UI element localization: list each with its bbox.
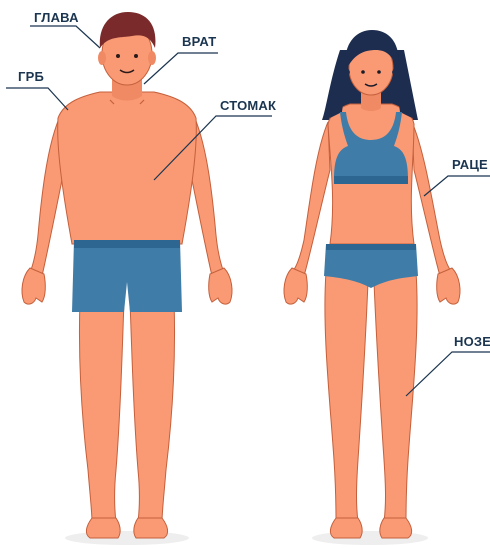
woman-top-band xyxy=(334,176,408,184)
label-stomach-text: СТОМАК xyxy=(220,98,276,113)
man-right-eye xyxy=(134,54,138,58)
woman-right-foot xyxy=(380,518,412,538)
woman-right-eye xyxy=(377,70,381,74)
label-back: ГРБ xyxy=(6,69,68,110)
label-legs-text: НОЗЕ xyxy=(454,334,490,349)
man-figure xyxy=(22,12,232,538)
label-arms: РАЦЕ xyxy=(424,157,490,196)
label-head-leader xyxy=(30,26,100,48)
woman-left-eye xyxy=(361,70,365,74)
woman-figure xyxy=(284,30,460,538)
man-shorts-waistband xyxy=(74,240,180,248)
woman-right-arm xyxy=(412,122,452,276)
woman-right-leg xyxy=(374,272,417,522)
woman-left-hand xyxy=(284,268,307,304)
label-arms-text: РАЦЕ xyxy=(452,157,488,172)
man-shorts xyxy=(72,240,182,312)
woman-right-hand xyxy=(437,268,460,304)
man-left-foot xyxy=(86,518,120,538)
man-right-leg xyxy=(130,300,175,522)
label-neck-text: ВРАТ xyxy=(182,34,216,49)
label-legs-leader xyxy=(406,352,490,396)
man-right-hand xyxy=(209,268,232,304)
label-legs: НОЗЕ xyxy=(406,334,490,396)
woman-left-arm xyxy=(292,122,330,276)
label-head: ГЛАВА xyxy=(30,10,100,48)
man-left-ear xyxy=(98,51,106,65)
label-back-text: ГРБ xyxy=(18,69,44,84)
label-head-text: ГЛАВА xyxy=(34,10,79,25)
man-left-leg xyxy=(79,300,124,522)
man-left-eye xyxy=(116,54,120,58)
man-torso xyxy=(58,92,197,244)
man-left-hand xyxy=(22,268,45,304)
label-arms-leader xyxy=(424,176,490,196)
woman-left-leg xyxy=(325,272,368,522)
man-shadow xyxy=(65,531,189,545)
woman-left-foot xyxy=(330,518,362,538)
man-right-ear xyxy=(148,51,156,65)
man-right-foot xyxy=(134,518,168,538)
woman-bottoms-waistband xyxy=(326,244,416,250)
label-back-leader xyxy=(6,88,68,110)
